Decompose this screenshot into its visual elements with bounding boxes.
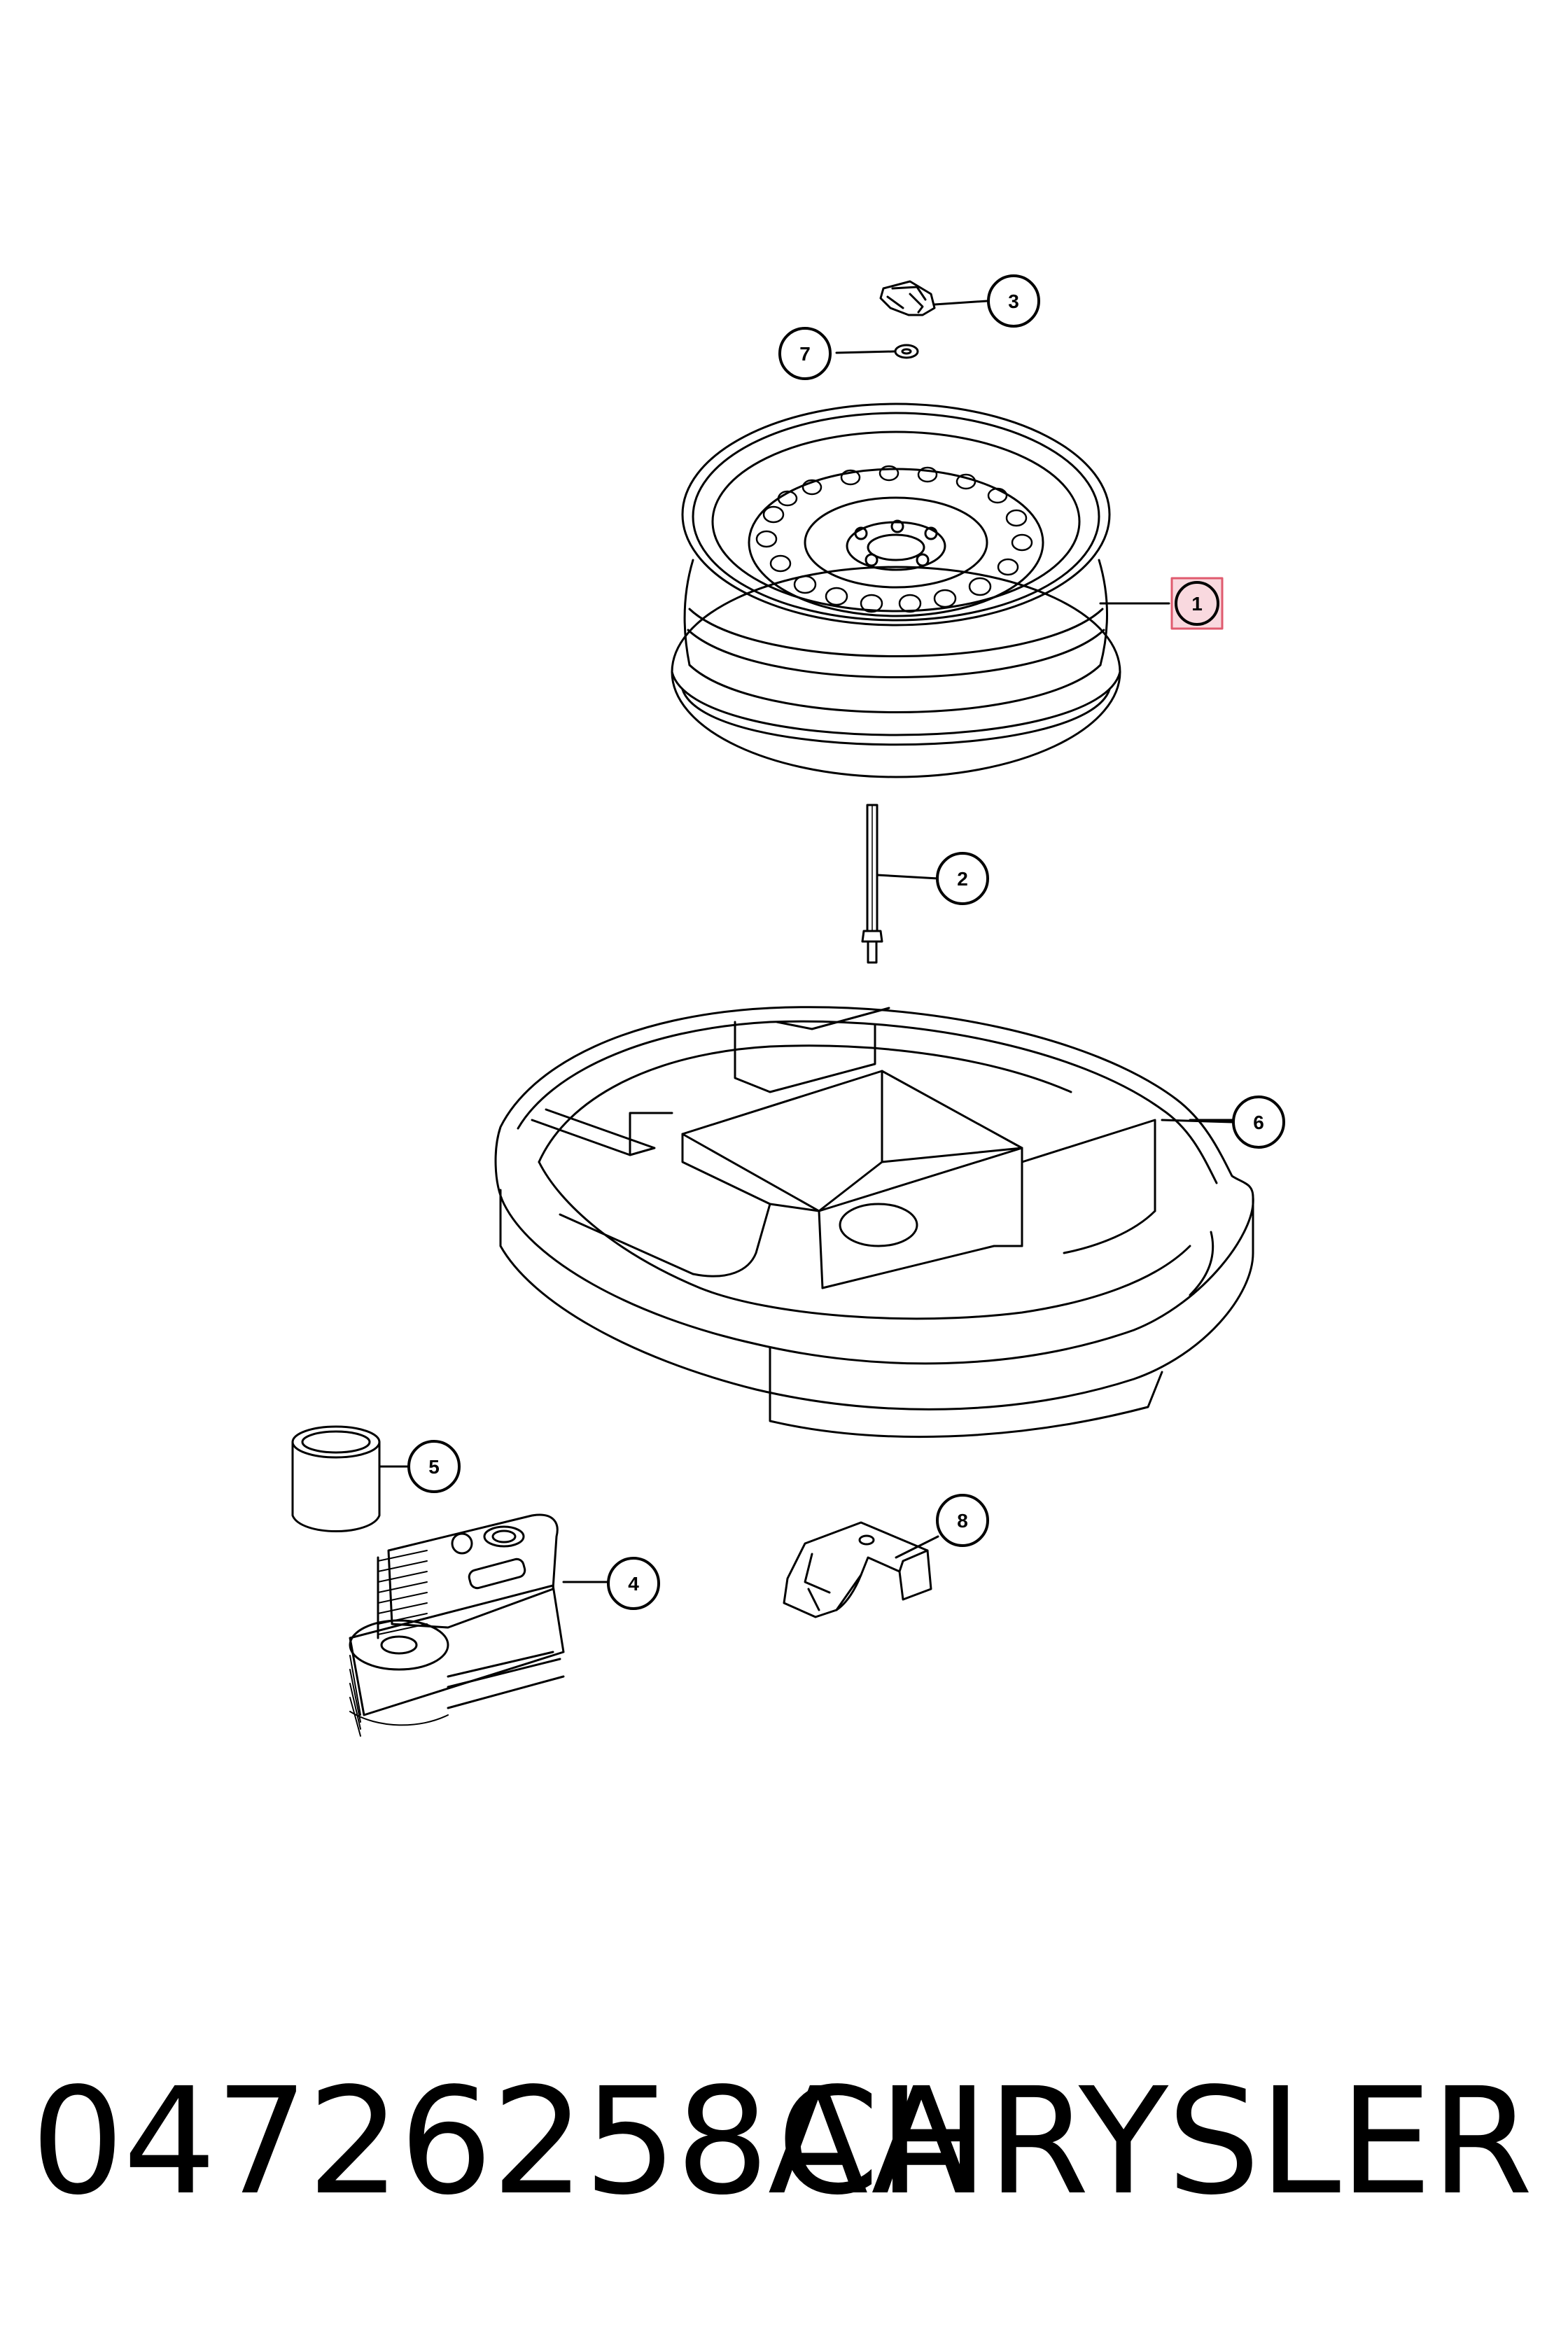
callout-2[interactable]: 2 <box>936 852 989 905</box>
callout-6-label: 6 <box>1253 1112 1264 1133</box>
part-3-drawing <box>879 280 988 316</box>
callout-5-label: 5 <box>428 1456 440 1478</box>
part-number: 04726258AA <box>31 2056 972 2227</box>
callout-3-label: 3 <box>1008 290 1019 312</box>
footer-caption: 04726258AA CHRYSLER <box>0 2051 1568 2233</box>
callout-3[interactable]: 3 <box>987 274 1040 328</box>
part-6-tray-drawing <box>494 1006 1254 1438</box>
part-7-drawing <box>835 344 919 359</box>
part-5-drawing <box>291 1425 411 1532</box>
part-8-drawing <box>783 1521 939 1618</box>
callout-7[interactable]: 7 <box>778 327 832 380</box>
callout-4[interactable]: 4 <box>607 1557 660 1610</box>
callout-8[interactable]: 8 <box>936 1494 989 1547</box>
callout-1[interactable]: 1 <box>1170 577 1224 630</box>
callout-4-label: 4 <box>628 1573 639 1595</box>
part-4-drawing <box>349 1513 609 1737</box>
callout-5[interactable]: 5 <box>407 1440 461 1493</box>
callout-1-label: 1 <box>1191 593 1203 615</box>
part-2-drawing <box>861 804 939 964</box>
callout-8-label: 8 <box>957 1510 968 1532</box>
callout-1-highlight <box>1170 577 1224 630</box>
part-1-wheel-drawing <box>671 402 1121 778</box>
callout-2-label: 2 <box>957 868 968 890</box>
callout-6[interactable]: 6 <box>1232 1096 1285 1149</box>
brand-name: CHRYSLER <box>776 2056 1533 2227</box>
callout-7-label: 7 <box>799 343 811 365</box>
